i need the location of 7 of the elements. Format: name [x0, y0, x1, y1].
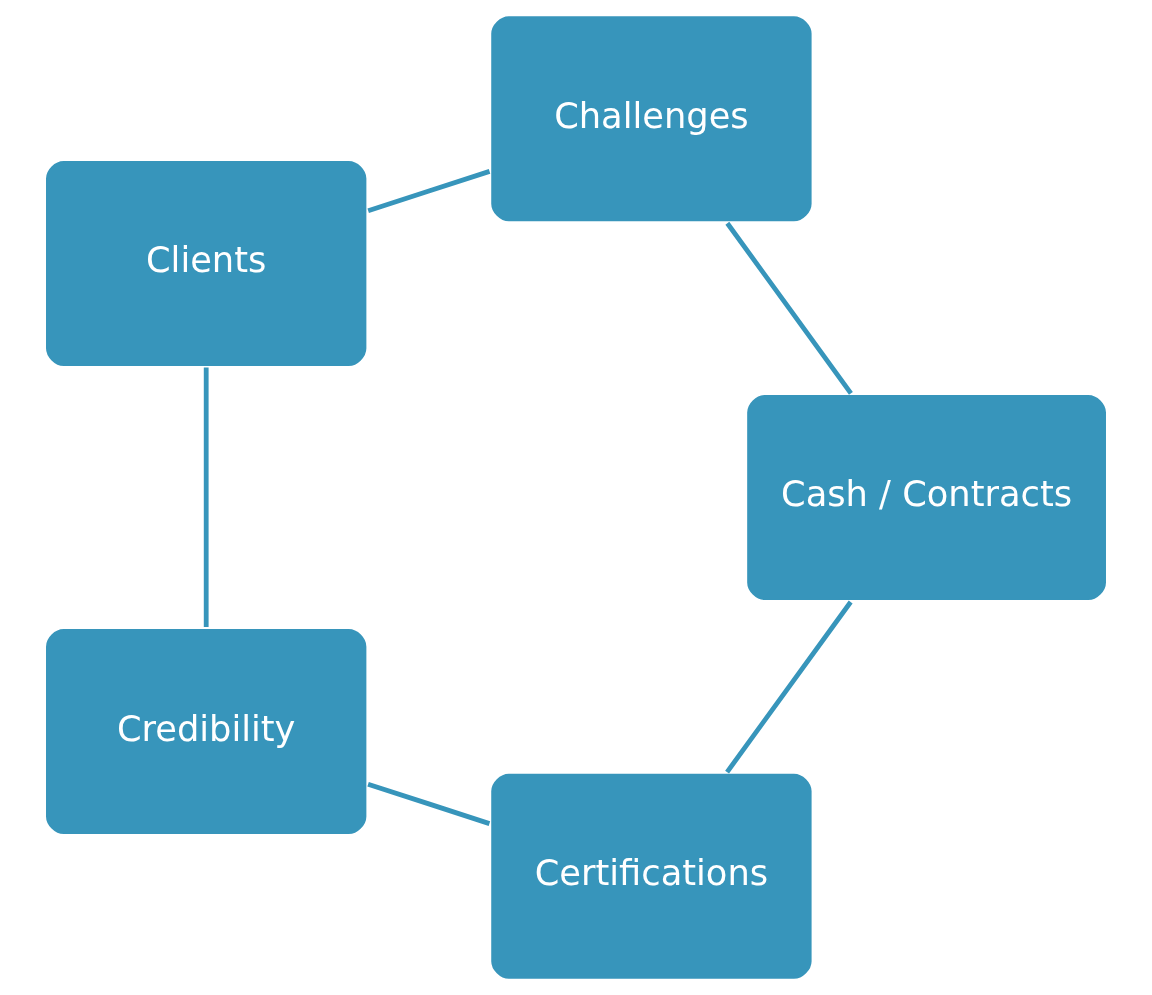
connector — [725, 221, 853, 395]
node-box: Challenges — [488, 13, 815, 225]
connector — [725, 600, 853, 774]
node-box: Certifications — [488, 770, 815, 982]
connector — [367, 781, 491, 826]
connector — [367, 169, 491, 214]
connector — [203, 367, 209, 628]
